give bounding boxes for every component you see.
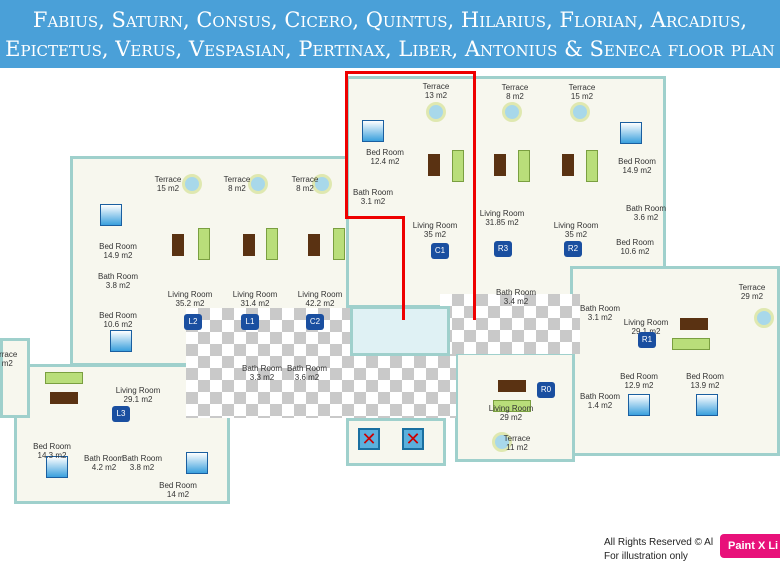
copyright: All Rights Reserved © Al <box>604 537 714 548</box>
table-icon <box>312 174 332 194</box>
illustration-note: For illustration only <box>604 551 688 562</box>
coffee-table <box>50 392 78 404</box>
sofa-icon <box>266 228 278 260</box>
elevator-icon: ✕ <box>402 428 424 450</box>
sofa-icon <box>452 150 464 182</box>
bed-icon <box>110 330 132 352</box>
sofa-icon <box>518 150 530 182</box>
room-label: Terrace6 m2 <box>0 350 18 368</box>
bed-icon <box>696 394 718 416</box>
unit-badge-l3: L3 <box>112 406 130 422</box>
unit-badge-c2: C2 <box>306 314 324 330</box>
highlight-outline <box>345 71 476 219</box>
elevator-icon: ✕ <box>358 428 380 450</box>
highlight-outline <box>473 216 476 320</box>
table-icon <box>570 102 590 122</box>
coffee-table <box>498 380 526 392</box>
coffee-table <box>562 154 574 176</box>
title-line-1: Fabius, Saturn, Consus, Cicero, Quintus,… <box>32 8 748 32</box>
bed-icon <box>628 394 650 416</box>
sofa-icon <box>45 372 83 384</box>
unit-badge-r3: R3 <box>494 241 512 257</box>
table-icon <box>248 174 268 194</box>
watermark-badge: Paint X Li <box>720 534 780 558</box>
table-icon <box>182 174 202 194</box>
coffee-table <box>172 234 184 256</box>
title-line-2: Epictetus, Verus, Vespasian, Pertinax, L… <box>5 37 775 61</box>
sofa-icon <box>672 338 710 350</box>
unit-badge-r0: R0 <box>537 382 555 398</box>
table-icon <box>502 102 522 122</box>
unit-badge-r2: R2 <box>564 241 582 257</box>
sofa-icon <box>586 150 598 182</box>
unit-badge-l1: L1 <box>241 314 259 330</box>
footer: All Rights Reserved © Al For illustratio… <box>604 536 713 564</box>
table-icon <box>492 432 512 452</box>
coffee-table <box>428 154 440 176</box>
corridor-east <box>440 294 580 354</box>
highlight-outline <box>402 216 405 320</box>
coffee-table <box>243 234 255 256</box>
bed-icon <box>620 122 642 144</box>
bed-icon <box>100 204 122 226</box>
bed-icon <box>186 452 208 474</box>
table-icon <box>754 308 774 328</box>
sofa-icon <box>198 228 210 260</box>
coffee-table <box>680 318 708 330</box>
unit-badge-l2: L2 <box>184 314 202 330</box>
bed-icon <box>362 120 384 142</box>
highlight-outline <box>345 216 405 219</box>
page-title: Fabius, Saturn, Consus, Cicero, Quintus,… <box>0 0 780 68</box>
stairs <box>350 306 450 356</box>
terrace-west <box>0 338 30 418</box>
coffee-table <box>308 234 320 256</box>
bed-icon <box>46 456 68 478</box>
coffee-table <box>494 154 506 176</box>
table-icon <box>426 102 446 122</box>
sofa-icon <box>333 228 345 260</box>
unit-badge-c1: C1 <box>431 243 449 259</box>
unit-badge-r1: R1 <box>638 332 656 348</box>
sofa-icon <box>493 400 531 412</box>
